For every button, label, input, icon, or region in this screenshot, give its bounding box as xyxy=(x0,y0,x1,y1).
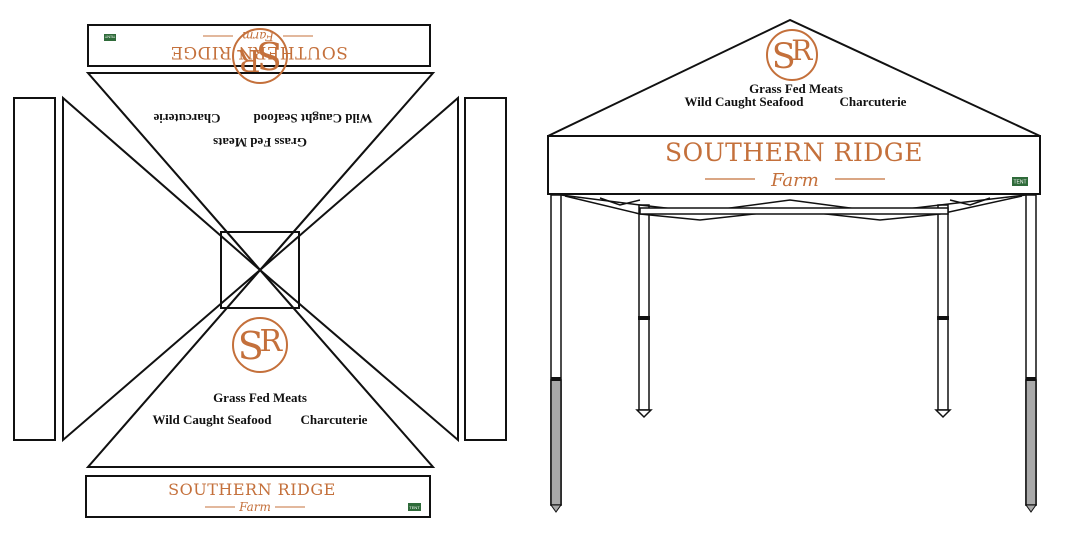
svg-text:S: S xyxy=(238,324,265,368)
center-square xyxy=(220,231,300,309)
svg-text:R: R xyxy=(237,42,261,77)
bottom-panel-line2-left: Wild Caught Seafood xyxy=(153,412,273,427)
svg-text:TENT: TENT xyxy=(1013,180,1026,186)
top-valance-content: SOUTHERN RIDGE Farm TENT xyxy=(104,29,348,62)
top-panel-content: S R Grass Fed Meats Wild Caught Seafood … xyxy=(153,28,373,150)
right-valance xyxy=(464,97,507,441)
svg-text:TENT: TENT xyxy=(409,505,420,510)
top-valance-brand-name: SOUTHERN RIDGE xyxy=(170,42,348,62)
top-panel-line2-left: Wild Caught Seafood xyxy=(253,111,373,126)
roof-line2-right: Charcuterie xyxy=(840,94,907,109)
svg-text:R: R xyxy=(259,324,283,359)
left-valance xyxy=(13,97,56,441)
tent-3d: S R Grass Fed Meats Wild Caught Seafood … xyxy=(547,18,1041,513)
monogram-top: S R xyxy=(232,28,288,84)
canopy-left-panel xyxy=(62,95,262,443)
svg-text:S: S xyxy=(256,33,283,77)
top-valance-brand-script: Farm xyxy=(242,29,275,43)
leg-back-left xyxy=(638,204,650,411)
flat-layout xyxy=(13,24,507,518)
bottom-panel-line1: Grass Fed Meats xyxy=(213,390,307,405)
bottom-valance xyxy=(85,475,431,518)
top-valance-badge xyxy=(104,34,116,41)
bottom-panel-content: S R Grass Fed Meats Wild Caught Seafood … xyxy=(153,317,368,427)
top-panel-line2-right: Charcuterie xyxy=(153,111,220,126)
monogram-roof: S R xyxy=(766,29,818,81)
front-valance-badge xyxy=(1012,177,1028,186)
svg-text:TENT: TENT xyxy=(104,35,115,40)
bottom-valance-brand-name: SOUTHERN RIDGE xyxy=(168,480,336,499)
roof-line2-left: Wild Caught Seafood xyxy=(685,94,805,109)
bottom-valance-brand-script: Farm xyxy=(238,500,271,514)
top-panel-line1: Grass Fed Meats xyxy=(213,135,307,150)
monogram-bottom: S R xyxy=(232,317,288,373)
bottom-panel-line2-right: Charcuterie xyxy=(301,412,368,427)
front-valance-brand-name: SOUTHERN RIDGE xyxy=(665,138,923,167)
bottom-valance-badge xyxy=(408,503,421,511)
front-valance-brand-script: Farm xyxy=(770,170,819,191)
svg-text:R: R xyxy=(791,34,813,67)
svg-text:S: S xyxy=(772,37,796,77)
leg-back-right xyxy=(937,204,949,411)
front-valance xyxy=(547,135,1041,195)
bottom-valance-content: SOUTHERN RIDGE Farm TENT xyxy=(168,480,421,514)
top-valance xyxy=(87,24,431,67)
roof-line1: Grass Fed Meats xyxy=(749,81,843,96)
canopy-right-panel xyxy=(258,95,459,443)
